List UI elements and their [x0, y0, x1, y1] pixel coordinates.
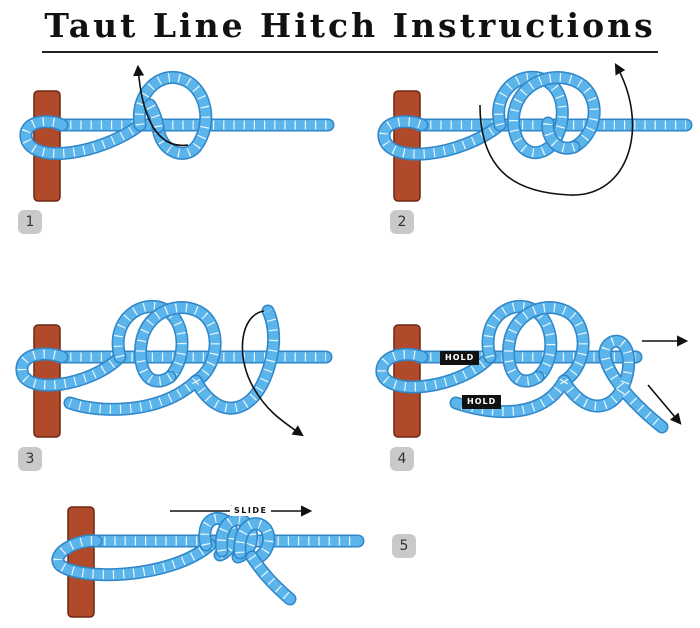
rope-wrap	[53, 535, 215, 580]
rope-coil-2	[508, 72, 600, 158]
direction-arrow	[241, 310, 304, 437]
rope-wrap	[379, 116, 505, 160]
step-number-badge: 2	[390, 210, 414, 234]
title-underline	[42, 51, 658, 53]
rope-end	[247, 552, 295, 604]
slide-label: SLIDE	[230, 506, 272, 516]
step-1: 1	[10, 64, 350, 234]
step-1-illustration	[19, 64, 335, 202]
hold-label-upper: HOLD	[440, 351, 480, 365]
step-2-illustration	[377, 63, 693, 202]
step-number-badge: 1	[18, 210, 42, 234]
knot-coil-3	[234, 518, 274, 564]
rope-coil-2	[503, 302, 589, 387]
rope-end	[145, 100, 163, 132]
rope-wrap	[17, 349, 125, 391]
step-5: SLIDE	[40, 495, 370, 625]
direction-arrow	[133, 64, 189, 147]
step-4: HOLD HOLD 4	[360, 295, 700, 471]
step-number-badge: 4	[390, 447, 414, 471]
rope-coil	[134, 72, 211, 159]
post	[67, 506, 95, 618]
step-4-illustration	[375, 300, 689, 438]
step-number-badge: 5	[392, 534, 416, 558]
step-5-illustration	[51, 495, 365, 618]
rope-coil-2	[135, 302, 221, 387]
step-number-badge: 3	[18, 447, 42, 471]
pull-arrow-down	[647, 384, 682, 425]
rope-end	[542, 118, 579, 154]
step-3-illustration	[15, 299, 333, 438]
rope-wrap	[377, 349, 495, 392]
step-2: 2	[360, 63, 700, 234]
page-title: Taut Line Hitch Instructions	[44, 6, 656, 45]
rope-segment-marks	[21, 117, 143, 158]
rope-tail	[65, 306, 279, 415]
direction-arrow	[479, 63, 634, 196]
hold-label-lower: HOLD	[462, 395, 502, 409]
rope-segment-marks	[200, 514, 237, 560]
step-3: 3	[10, 295, 350, 471]
